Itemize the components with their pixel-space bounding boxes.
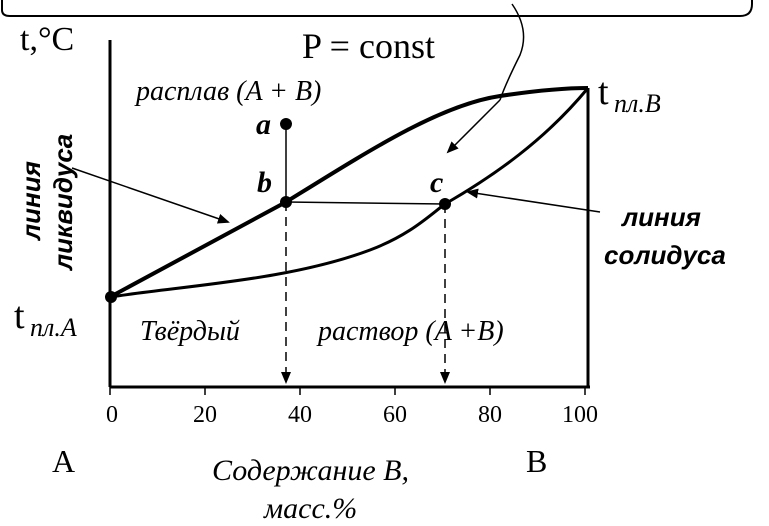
point-c-label: c	[430, 166, 443, 199]
component-a-label: A	[52, 443, 75, 479]
liquidus-label: линия ликвидуса	[16, 134, 78, 272]
svg-text:линия: линия	[620, 202, 701, 232]
x-tick-label: 40	[288, 402, 312, 428]
svg-text:линия: линия	[16, 161, 46, 242]
component-b-label: B	[526, 443, 547, 479]
x-tick-label: 60	[383, 402, 407, 428]
t-melt-a-label: t пл.A	[14, 295, 77, 342]
point-a-label: a	[256, 108, 271, 141]
t-melt-b-label: t пл.B	[598, 71, 661, 118]
condition-arrow	[446, 99, 501, 154]
svg-text:t: t	[14, 295, 25, 337]
svg-text:пл.A: пл.A	[30, 313, 77, 342]
solid-region-label-2: раствор (A +B)	[316, 316, 504, 347]
solidus-label: линия солидуса	[604, 202, 726, 270]
solid-region-label-1: Твёрдый	[140, 316, 240, 347]
svg-text:ликвидуса: ликвидуса	[48, 134, 78, 272]
condition-pointer-arrow	[499, 3, 525, 101]
liquidus-curve	[109, 86, 589, 299]
x-axis-label-line2: масс.%	[263, 492, 357, 525]
melt-region-label: расплав (A + B)	[134, 76, 321, 107]
y-axis-label: t,°C	[20, 21, 74, 58]
x-tick-label: 80	[478, 402, 502, 428]
point-c-marker	[439, 198, 451, 210]
x-tick-label: 100	[562, 402, 598, 428]
condition-label: P = const	[302, 26, 435, 66]
callout-frame	[1, 0, 753, 17]
solidus-arrow	[466, 188, 601, 213]
x-ticks	[109, 387, 586, 395]
svg-text:пл.B: пл.B	[614, 89, 661, 118]
solidus-curve	[109, 87, 590, 299]
svg-text:t: t	[598, 71, 609, 113]
point-b-label: b	[257, 166, 272, 199]
x-axis-label-line1: Содержание В,	[212, 454, 409, 487]
liquidus-arrow	[71, 167, 230, 224]
tie-line	[285, 201, 446, 205]
x-tick-label: 0	[106, 402, 118, 428]
point-a-marker	[280, 118, 292, 130]
x-tick-label: 20	[193, 402, 217, 428]
point-b-marker	[280, 196, 292, 208]
melt-point-a-marker	[105, 291, 117, 303]
svg-text:солидуса: солидуса	[604, 240, 726, 270]
